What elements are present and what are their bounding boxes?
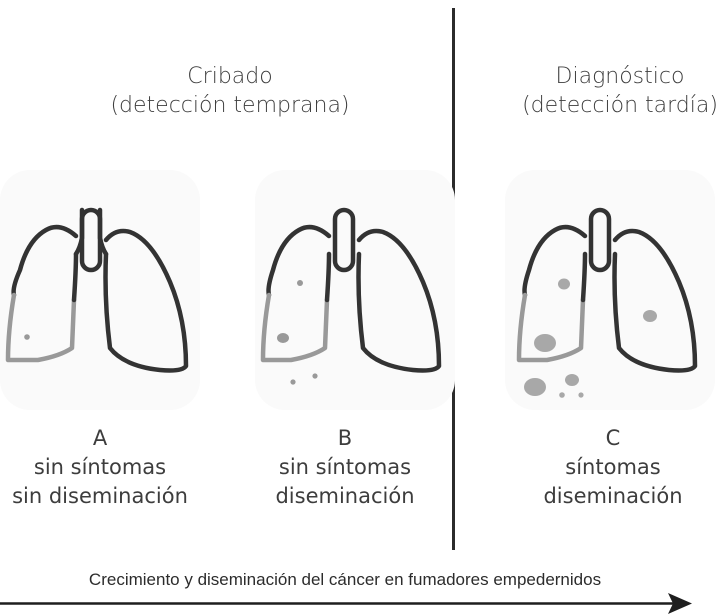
heading-diagnosis: Diagnóstico (detección tardía) [490,62,723,120]
arrow-head-icon [668,593,692,614]
caption-c-symptoms: síntomas [565,455,661,479]
caption-c-spread: diseminación [543,484,683,508]
lung-c-spread-dot-1 [565,374,579,386]
heading-diagnosis-title: Diagnóstico [555,64,685,89]
heading-diagnosis-subtitle: (detección tardía) [522,93,718,118]
caption-a: A sin síntomas sin diseminación [0,424,200,511]
lung-c-spread-dot-2 [559,392,565,398]
lung-c-tumor-right [643,310,657,322]
lung-b-trachea [332,207,356,273]
caption-b: B sin síntomas diseminación [245,424,445,511]
lung-b-spread-dot-1 [290,379,296,385]
lung-b-tumor-upper [297,280,303,286]
caption-a-spread: sin diseminación [12,484,188,508]
lung-a-tumor [24,334,30,340]
heading-screening-subtitle: (detección temprana) [110,93,350,118]
heading-screening: Cribado (detección temprana) [40,62,420,120]
caption-b-spread: diseminación [275,484,415,508]
lung-b-left-lung-affected [260,292,330,363]
lung-b-right-lung [356,228,442,373]
caption-a-letter: A [92,426,108,450]
lung-c-right-lung [612,228,698,373]
caption-b-symptoms: sin síntomas [278,455,412,479]
lung-c-spread-dot-3 [578,392,584,398]
heading-screening-title: Cribado [187,64,273,89]
lung-c-left-lung-inner [580,251,588,303]
lung-c-tumor-lower [534,334,556,352]
lung-c-tumor-upper [558,278,570,290]
lung-a-background [0,170,200,410]
caption-c-letter: C [605,426,621,450]
lung-c-left-lung-upper [522,224,588,298]
lung-b-spread-dot-2 [312,373,318,379]
progression-arrow [0,593,692,614]
lung-a-trachea [79,207,103,273]
caption-a-symptoms: sin síntomas [33,455,167,479]
lung-b-background [255,170,455,410]
lung-b-left-lung-upper [266,224,332,298]
lung-b-left-lung-inner [324,251,332,303]
lung-b-tumor-lower [277,333,289,343]
lung-illustration-c [505,170,715,410]
lung-illustration-a [0,170,200,410]
lung-c-trachea [588,207,612,273]
caption-c: C síntomas diseminación [513,424,713,511]
lung-c-spread-mass [524,378,546,396]
lung-a-left-lung-upper [11,224,79,298]
lung-a-left-lung-inner [71,251,79,303]
caption-b-letter: B [337,426,353,450]
progression-label: Crecimiento y diseminación del cáncer en… [88,570,602,589]
lung-a-right-lung [103,228,189,373]
lung-a-left-lung-affected [5,292,77,363]
lung-c-left-lung-affected [516,292,586,363]
lung-illustration-b [255,170,455,410]
